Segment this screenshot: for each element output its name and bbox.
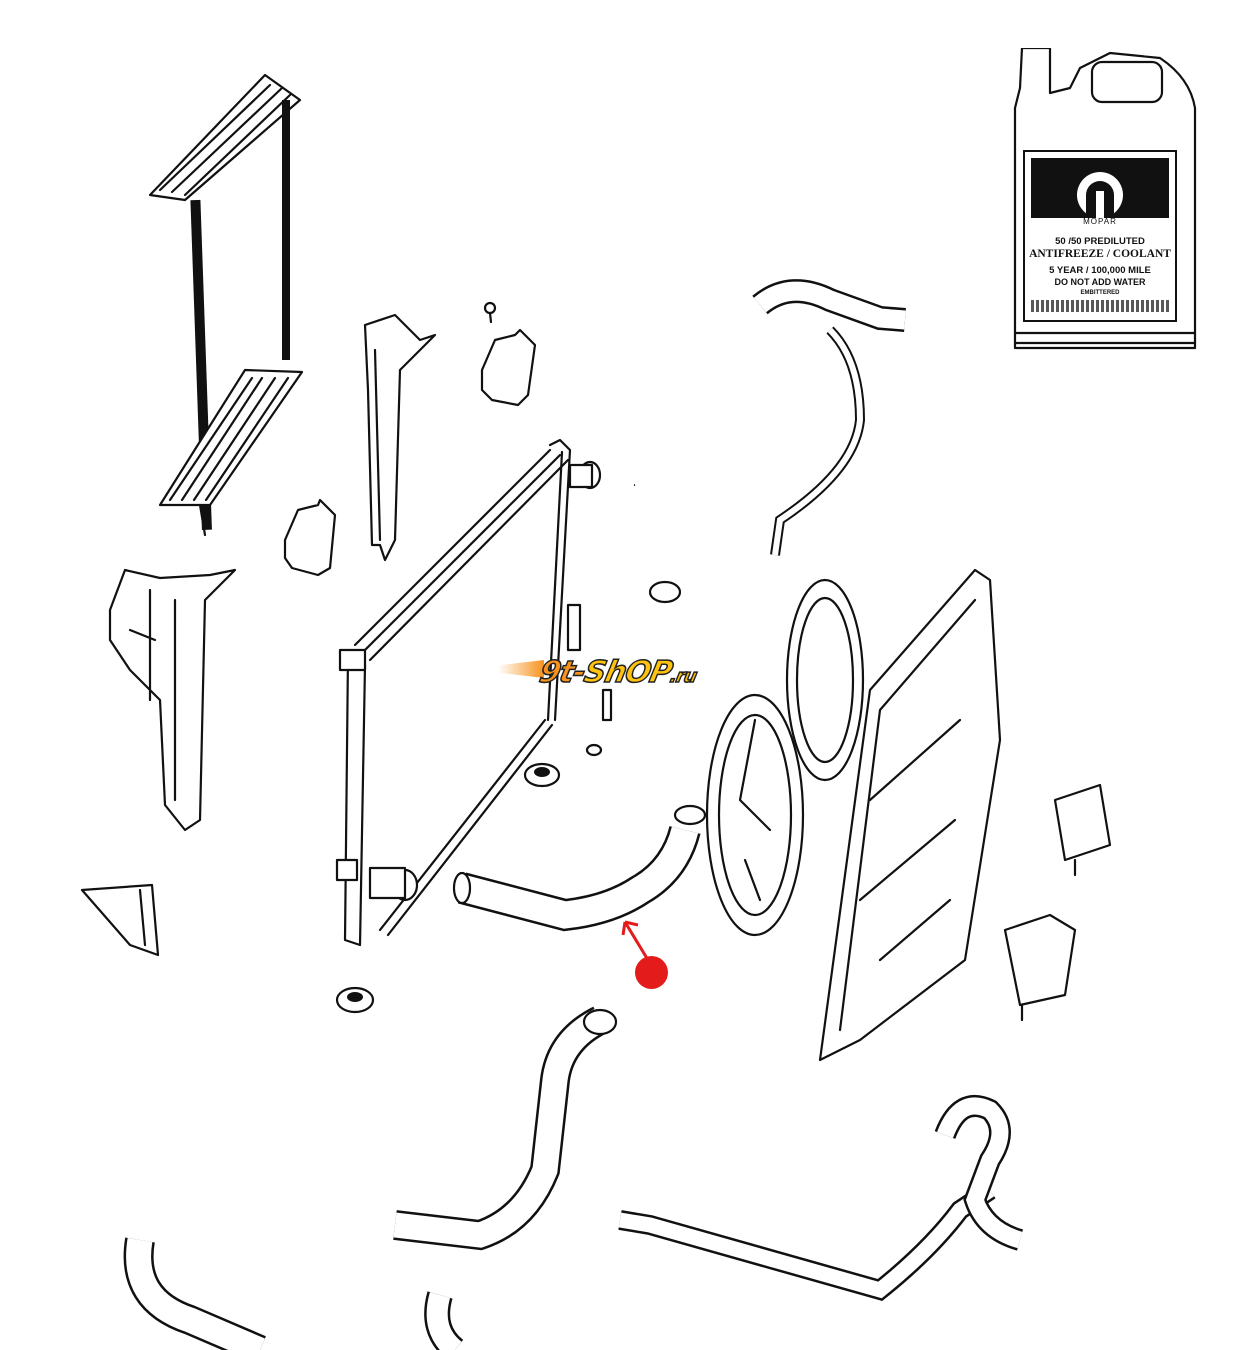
watermark-logo: 9t-ShOP.ru bbox=[536, 654, 700, 691]
overflow-hose[interactable] bbox=[752, 279, 906, 556]
label-fine-print bbox=[1031, 300, 1169, 312]
isolator-upper[interactable] bbox=[523, 762, 561, 788]
fan-shroud[interactable] bbox=[818, 568, 1002, 1062]
heater-hose[interactable] bbox=[618, 1095, 1024, 1302]
label-brand: MOPAR bbox=[1083, 217, 1117, 226]
air-seal[interactable] bbox=[80, 883, 160, 957]
air-deflector[interactable] bbox=[108, 568, 237, 832]
lower-hose[interactable] bbox=[452, 804, 707, 932]
radiator[interactable] bbox=[335, 438, 613, 947]
label-line-5: EMBITTERED bbox=[1080, 290, 1120, 296]
mopar-logo-icon bbox=[1077, 172, 1123, 218]
cooling-fans[interactable] bbox=[705, 578, 865, 937]
label-line-3: 5 YEAR / 100,000 MILE bbox=[1049, 265, 1151, 276]
watermark-part-1: 9t- bbox=[536, 654, 590, 691]
radiator-support-frame[interactable] bbox=[148, 73, 304, 537]
watermark-part-2: ShOP bbox=[580, 654, 675, 691]
label-banner bbox=[1031, 158, 1169, 218]
bracket-vertical[interactable] bbox=[363, 313, 437, 562]
label-line-2: ANTIFREEZE / COOLANT bbox=[1029, 248, 1171, 260]
bottom-left-hose[interactable] bbox=[123, 1237, 464, 1350]
coolant-label: MOPAR 50 /50 PREDILUTED ANTIFREEZE / COO… bbox=[1023, 150, 1177, 322]
fan-relay-upper[interactable] bbox=[1053, 783, 1112, 877]
label-line-1: 50 /50 PREDILUTED bbox=[1055, 236, 1145, 247]
watermark-part-3: .ru bbox=[667, 665, 699, 688]
outlet-hose[interactable] bbox=[393, 1006, 618, 1251]
bracket-lower[interactable] bbox=[283, 498, 337, 577]
watermark-streak bbox=[498, 660, 544, 678]
upper-hose[interactable] bbox=[632, 472, 710, 604]
label-line-4: DO NOT ADD WATER bbox=[1054, 277, 1146, 287]
callout-arrow bbox=[621, 920, 650, 961]
callout-marker[interactable] bbox=[635, 956, 668, 989]
bracket-upper[interactable] bbox=[480, 301, 537, 407]
isolator-lower[interactable] bbox=[335, 986, 375, 1014]
fan-relay-lower[interactable] bbox=[1003, 913, 1077, 1022]
